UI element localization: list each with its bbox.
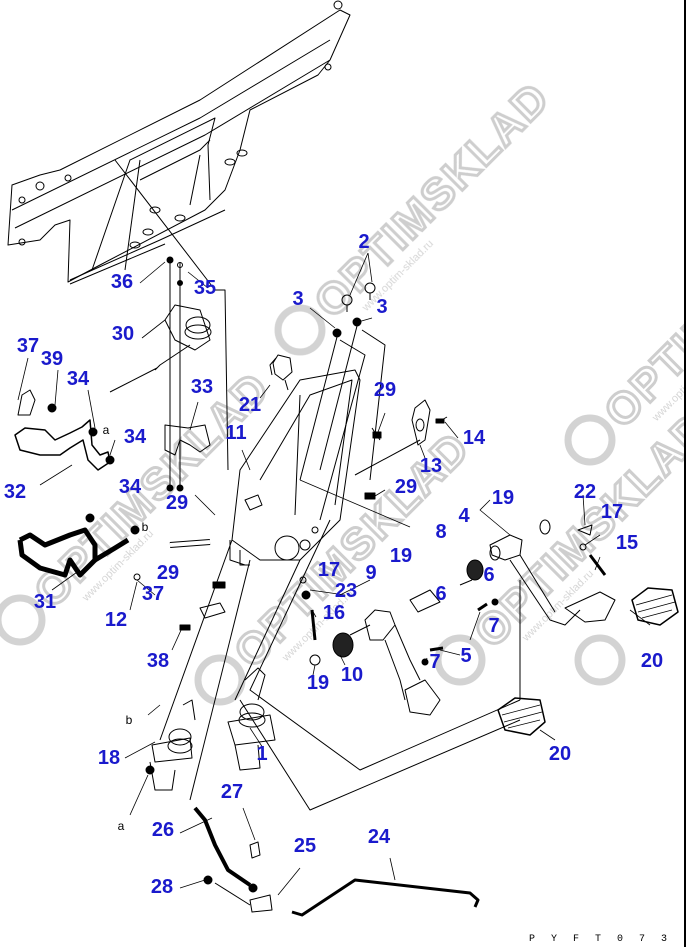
bolt-38 xyxy=(179,624,191,631)
callout-29[interactable]: 29 xyxy=(156,562,180,584)
bolt-28 xyxy=(203,875,213,885)
svg-text:OPTIMSKLAD: OPTIMSKLAD xyxy=(305,73,559,327)
callout-7[interactable]: 7 xyxy=(429,651,441,673)
reference-mark-b: b xyxy=(141,520,149,534)
pedal-pad-20-left xyxy=(497,697,546,736)
spring-10 xyxy=(309,632,354,666)
callout-10[interactable]: 10 xyxy=(340,664,364,686)
callout-17[interactable]: 17 xyxy=(317,559,341,581)
part-32-hose xyxy=(14,389,115,471)
bracket-25 xyxy=(249,894,273,913)
pedal-pad-20-right xyxy=(631,587,679,626)
callout-32[interactable]: 32 xyxy=(3,481,27,503)
callout-34[interactable]: 34 xyxy=(66,368,90,390)
clip-27 xyxy=(249,841,261,859)
callout-19[interactable]: 19 xyxy=(306,672,330,694)
callout-37[interactable]: 37 xyxy=(141,583,165,605)
callout-30[interactable]: 30 xyxy=(111,323,135,345)
callout-29[interactable]: 29 xyxy=(165,492,189,514)
callout-7[interactable]: 7 xyxy=(488,615,500,637)
callout-23[interactable]: 23 xyxy=(334,580,358,602)
springs-16-23 xyxy=(299,576,317,641)
callout-22[interactable]: 22 xyxy=(573,481,597,503)
callout-29[interactable]: 29 xyxy=(394,476,418,498)
bolt-29-lower xyxy=(212,581,226,589)
part-33-bracket xyxy=(164,424,211,456)
callout-8[interactable]: 8 xyxy=(435,521,447,543)
callout-34[interactable]: 34 xyxy=(118,476,142,498)
pipe-24 xyxy=(291,878,480,917)
callout-1[interactable]: 1 xyxy=(256,743,268,765)
callout-4[interactable]: 4 xyxy=(458,505,470,527)
bolts-2-3 xyxy=(299,282,386,521)
callout-38[interactable]: 38 xyxy=(146,650,170,672)
callout-37[interactable]: 37 xyxy=(16,335,40,357)
callout-9[interactable]: 9 xyxy=(365,562,377,584)
bolt-29-upper xyxy=(371,427,382,441)
callout-2[interactable]: 2 xyxy=(358,231,370,253)
callout-18[interactable]: 18 xyxy=(97,747,121,769)
callout-13[interactable]: 13 xyxy=(419,455,443,477)
callout-36[interactable]: 36 xyxy=(110,271,134,293)
callout-25[interactable]: 25 xyxy=(293,835,317,857)
leader-line xyxy=(114,159,229,471)
callout-31[interactable]: 31 xyxy=(33,591,57,613)
callout-26[interactable]: 26 xyxy=(151,819,175,841)
callout-leaders xyxy=(17,252,651,896)
master-cylinder-18 xyxy=(145,699,196,791)
part-30-bracket xyxy=(109,304,212,393)
callout-12[interactable]: 12 xyxy=(104,609,128,631)
callout-3[interactable]: 3 xyxy=(376,296,388,318)
leader-line xyxy=(214,882,251,906)
callout-24[interactable]: 24 xyxy=(367,826,391,848)
vertical-rods xyxy=(166,256,183,485)
part-13-plate xyxy=(354,399,448,476)
callout-35[interactable]: 35 xyxy=(193,277,217,299)
page-border xyxy=(684,0,686,947)
part-12-cap xyxy=(133,573,141,581)
master-cylinder-1 xyxy=(227,667,276,771)
reference-mark-a: a xyxy=(102,423,110,437)
callout-6[interactable]: 6 xyxy=(483,564,495,586)
drawing-code: P Y F T 0 7 3 xyxy=(528,934,672,945)
part-11-pedal-bracket xyxy=(229,369,361,566)
callout-3[interactable]: 3 xyxy=(292,288,304,310)
part-37-bracket xyxy=(199,602,226,619)
callout-34[interactable]: 34 xyxy=(123,426,147,448)
callout-11[interactable]: 11 xyxy=(225,422,247,444)
callout-28[interactable]: 28 xyxy=(150,876,174,898)
callout-21[interactable]: 21 xyxy=(238,394,262,416)
watermark-layer: OPTIMSKLAD www.optim-sklad.ru OPTIMSKLAD… xyxy=(0,71,686,706)
callout-16[interactable]: 16 xyxy=(322,602,346,624)
callout-5[interactable]: 5 xyxy=(460,645,472,667)
callout-15[interactable]: 15 xyxy=(615,532,639,554)
callout-17[interactable]: 17 xyxy=(600,501,624,523)
part-31-hose xyxy=(17,513,211,578)
hardware-22-17-15 xyxy=(577,524,607,576)
frame-panel xyxy=(7,0,351,285)
callout-14[interactable]: 14 xyxy=(462,427,486,449)
clutch-pedal-assembly xyxy=(409,519,616,626)
callout-6[interactable]: 6 xyxy=(435,583,447,605)
callout-19[interactable]: 19 xyxy=(491,487,515,509)
callout-20[interactable]: 20 xyxy=(640,650,664,672)
callout-27[interactable]: 27 xyxy=(220,781,244,803)
part-21-switch xyxy=(269,354,293,391)
callout-20[interactable]: 20 xyxy=(548,743,572,765)
callout-29[interactable]: 29 xyxy=(373,379,397,401)
bolt-29-mid xyxy=(364,492,376,500)
callout-39[interactable]: 39 xyxy=(40,348,64,370)
callout-33[interactable]: 33 xyxy=(190,376,214,398)
hose-26 xyxy=(193,806,258,893)
callout-19[interactable]: 19 xyxy=(389,545,413,567)
reference-mark-b: b xyxy=(125,713,133,727)
brake-pedal-arm xyxy=(349,609,441,716)
reference-mark-a: a xyxy=(117,819,125,833)
